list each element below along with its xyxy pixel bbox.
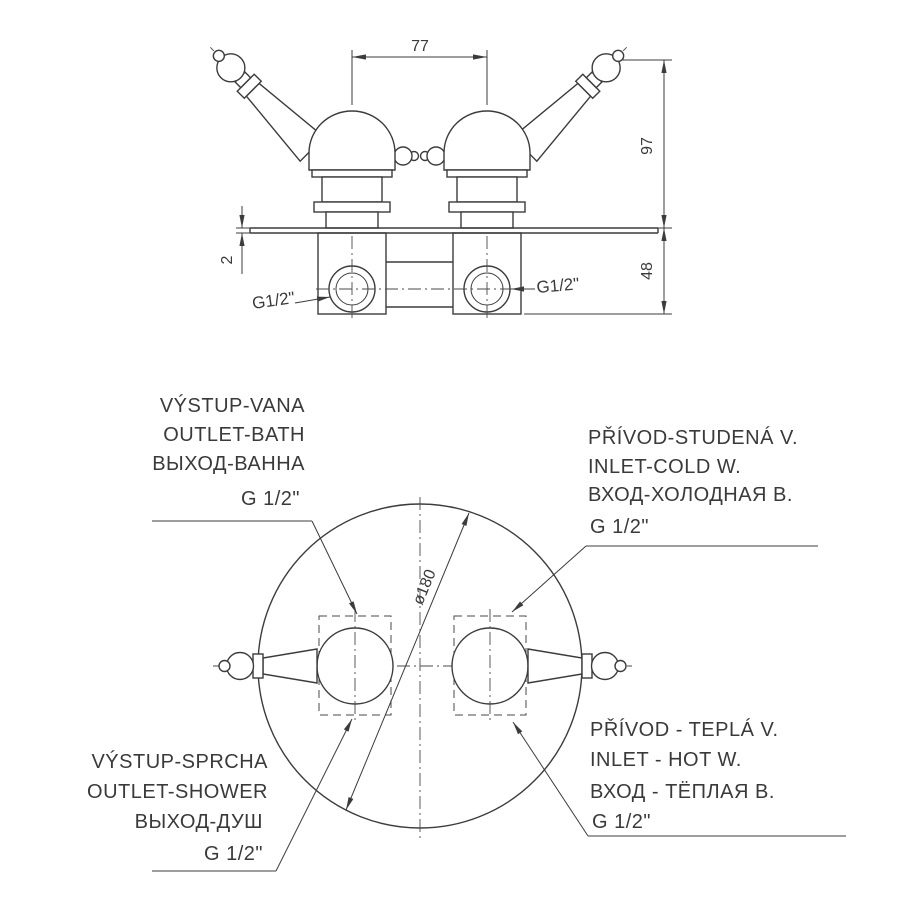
thread-left-arrow	[316, 296, 330, 302]
leader-outlet-bath-arrow	[349, 601, 357, 614]
right-base-stem	[460, 211, 514, 229]
dim77-arrow-left	[352, 54, 366, 60]
right-plan-lever-body	[527, 648, 583, 684]
label-outlet-shower-en: OUTLET-SHOWER	[87, 781, 268, 803]
label-inlet-cold-cs: PŘÍVOD-STUDENÁ V.	[588, 426, 798, 449]
leader-inlet-hot-arrow	[513, 722, 523, 735]
label-outlet-shower-cs: VÝSTUP-SPRCHA	[91, 750, 268, 773]
leader-inlet-cold-arrow	[512, 601, 524, 612]
left-dome-knob	[393, 146, 413, 166]
leader-inlet-hot	[512, 721, 846, 837]
dimension-97: 97	[622, 59, 672, 229]
dim97-arrow-top	[661, 60, 667, 73]
right-dome-band	[446, 169, 528, 178]
dim48-arrow-bottom	[661, 301, 667, 314]
manifold-body	[316, 232, 524, 322]
leader-outlet-bath-diag	[311, 520, 358, 615]
leader-outlet-shower-diag	[275, 718, 353, 872]
right-valve-dome	[419, 110, 531, 229]
label-inlet-cold: PŘÍVOD-STUDENÁ V. INLET-COLD W. ВХОД-ХОЛ…	[588, 426, 798, 538]
leader-outlet-shower-arrow	[343, 719, 352, 732]
right-plan-lever-tip	[614, 659, 627, 673]
label-outlet-bath: VÝSTUP-VANA OUTLET-BATH ВЫХОД-ВАННА G 1/…	[152, 394, 305, 510]
left-plan-lever-tip	[218, 659, 231, 673]
left-valve-plan	[218, 609, 394, 723]
dia180-arrow-bottom	[346, 797, 354, 810]
left-lever-tip	[212, 49, 226, 63]
label-inlet-cold-en: INLET-COLD W.	[588, 456, 741, 478]
leader-outlet-shower	[152, 718, 353, 872]
dim2-arrow-lower	[239, 233, 245, 246]
dim97-arrow-bottom	[661, 215, 667, 228]
right-base-ring	[448, 201, 526, 213]
label-inlet-hot: PŘÍVOD - TEPLÁ V. INLET - HOT W. ВХОД - …	[590, 718, 779, 833]
dia180-text: ø180	[410, 567, 440, 607]
left-lever-handle	[210, 47, 329, 166]
label-outlet-shower: VÝSTUP-SPRCHA OUTLET-SHOWER ВЫХОД-ДУШ G …	[87, 750, 268, 865]
right-valve-plan	[451, 609, 627, 723]
dim2-arrow-upper	[239, 215, 245, 228]
left-base-stem	[325, 211, 379, 229]
label-inlet-hot-en: INLET - HOT W.	[590, 749, 742, 771]
left-base-ring	[313, 201, 391, 213]
dia180-arrow-top	[461, 513, 469, 526]
dim48-text: 48	[639, 262, 656, 280]
dimension-77: 77	[351, 38, 488, 105]
right-dome-knob	[426, 146, 446, 166]
dim77-text: 77	[411, 38, 429, 55]
leader-inlet-hot-diag	[512, 721, 589, 837]
label-inlet-hot-size: G 1/2"	[592, 811, 651, 833]
plan-view: ø180 VÝSTUP-VANA OUTLET-	[87, 394, 846, 872]
left-bonnet	[321, 176, 383, 203]
leader-inlet-cold	[511, 545, 818, 613]
label-inlet-hot-cs: PŘÍVOD - TEPLÁ V.	[590, 718, 779, 741]
left-plan-lever-collar	[252, 653, 264, 679]
thread-right-text: G1/2"	[536, 274, 580, 297]
label-outlet-bath-size: G 1/2"	[241, 488, 300, 510]
dim77-arrow-right	[473, 54, 487, 60]
dim48-arrow-top	[661, 228, 667, 241]
thread-left-text: G1/2"	[251, 288, 296, 313]
thread-callout-right: G1/2"	[511, 274, 580, 297]
leader-inlet-cold-diag	[511, 545, 587, 613]
dimension-48: 48	[524, 228, 672, 315]
label-outlet-bath-cs: VÝSTUP-VANA	[160, 394, 305, 417]
label-outlet-bath-ru: ВЫХОД-ВАННА	[152, 453, 305, 475]
wall-plate	[249, 227, 659, 234]
elevation-view: 77 97 48 2	[210, 38, 672, 322]
leader-outlet-bath	[152, 520, 358, 615]
label-inlet-hot-ru: ВХОД - ТЁПЛАЯ В.	[590, 781, 775, 803]
right-bonnet	[456, 176, 518, 203]
left-plan-lever-body	[262, 648, 318, 684]
right-dome	[443, 110, 531, 171]
left-dome	[308, 110, 396, 171]
label-outlet-shower-size: G 1/2"	[204, 843, 263, 865]
left-dome-band	[311, 169, 393, 178]
right-plan-lever-collar	[581, 653, 593, 679]
left-valve-dome	[308, 110, 420, 229]
label-inlet-cold-ru: ВХОД-ХОЛОДНАЯ В.	[588, 484, 793, 506]
thread-right-arrow	[511, 286, 524, 292]
dia180-line	[345, 512, 470, 811]
label-outlet-shower-ru: ВЫХОД-ДУШ	[135, 811, 263, 833]
dim2-text: 2	[219, 255, 236, 264]
label-outlet-bath-en: OUTLET-BATH	[163, 424, 305, 446]
dimension-2: 2	[219, 206, 250, 274]
dim97-text: 97	[639, 137, 656, 155]
label-inlet-cold-size: G 1/2"	[590, 516, 649, 538]
